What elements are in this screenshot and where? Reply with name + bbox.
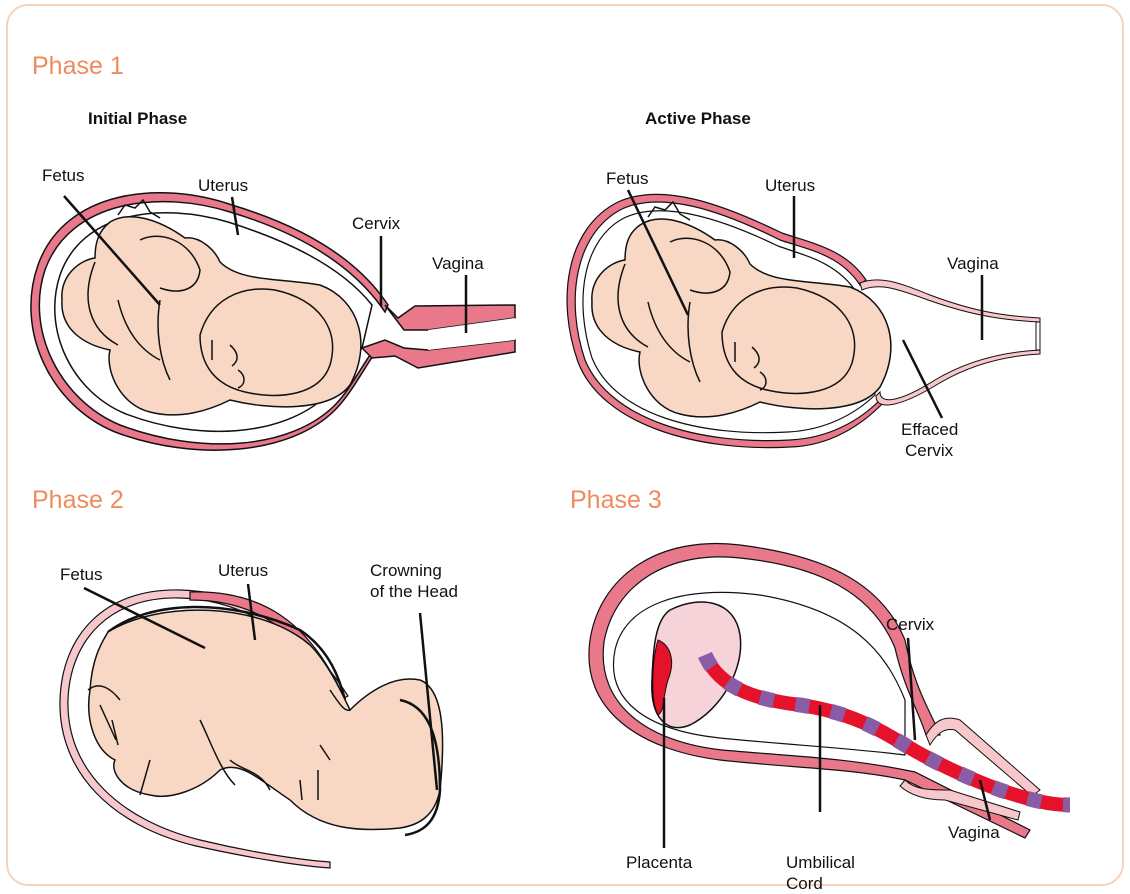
active-vagina-label: Vagina: [947, 253, 999, 274]
phase2-uterus-label: Uterus: [218, 560, 268, 581]
phase2-fetus: [89, 610, 443, 829]
active-fetus-label: Fetus: [606, 168, 649, 189]
phase-2-diagram: [60, 584, 443, 868]
crowning-label-line1: Crowning: [370, 560, 442, 581]
phase3-cervix-label: Cervix: [886, 614, 934, 635]
phase2-fetus-label: Fetus: [60, 564, 103, 585]
placenta-label: Placenta: [626, 852, 692, 873]
initial-vagina-label: Vagina: [432, 253, 484, 274]
umbilical-cord-label-line1: Umbilical: [786, 852, 855, 873]
phase3-vagina-label: Vagina: [948, 822, 1000, 843]
initial-uterus-label: Uterus: [198, 175, 248, 196]
phase-3-diagram: [589, 543, 1070, 848]
active-uterus-label: Uterus: [765, 175, 815, 196]
active-phase-diagram: [567, 190, 1040, 448]
crowning-label-line2: of the Head: [370, 581, 458, 602]
effaced-cervix-label-line1: Effaced: [901, 419, 958, 440]
initial-phase-diagram: [31, 193, 515, 450]
initial-fetus-label: Fetus: [42, 165, 85, 186]
effaced-cervix-label-line2: Cervix: [905, 440, 953, 461]
initial-cervix-label: Cervix: [352, 213, 400, 234]
